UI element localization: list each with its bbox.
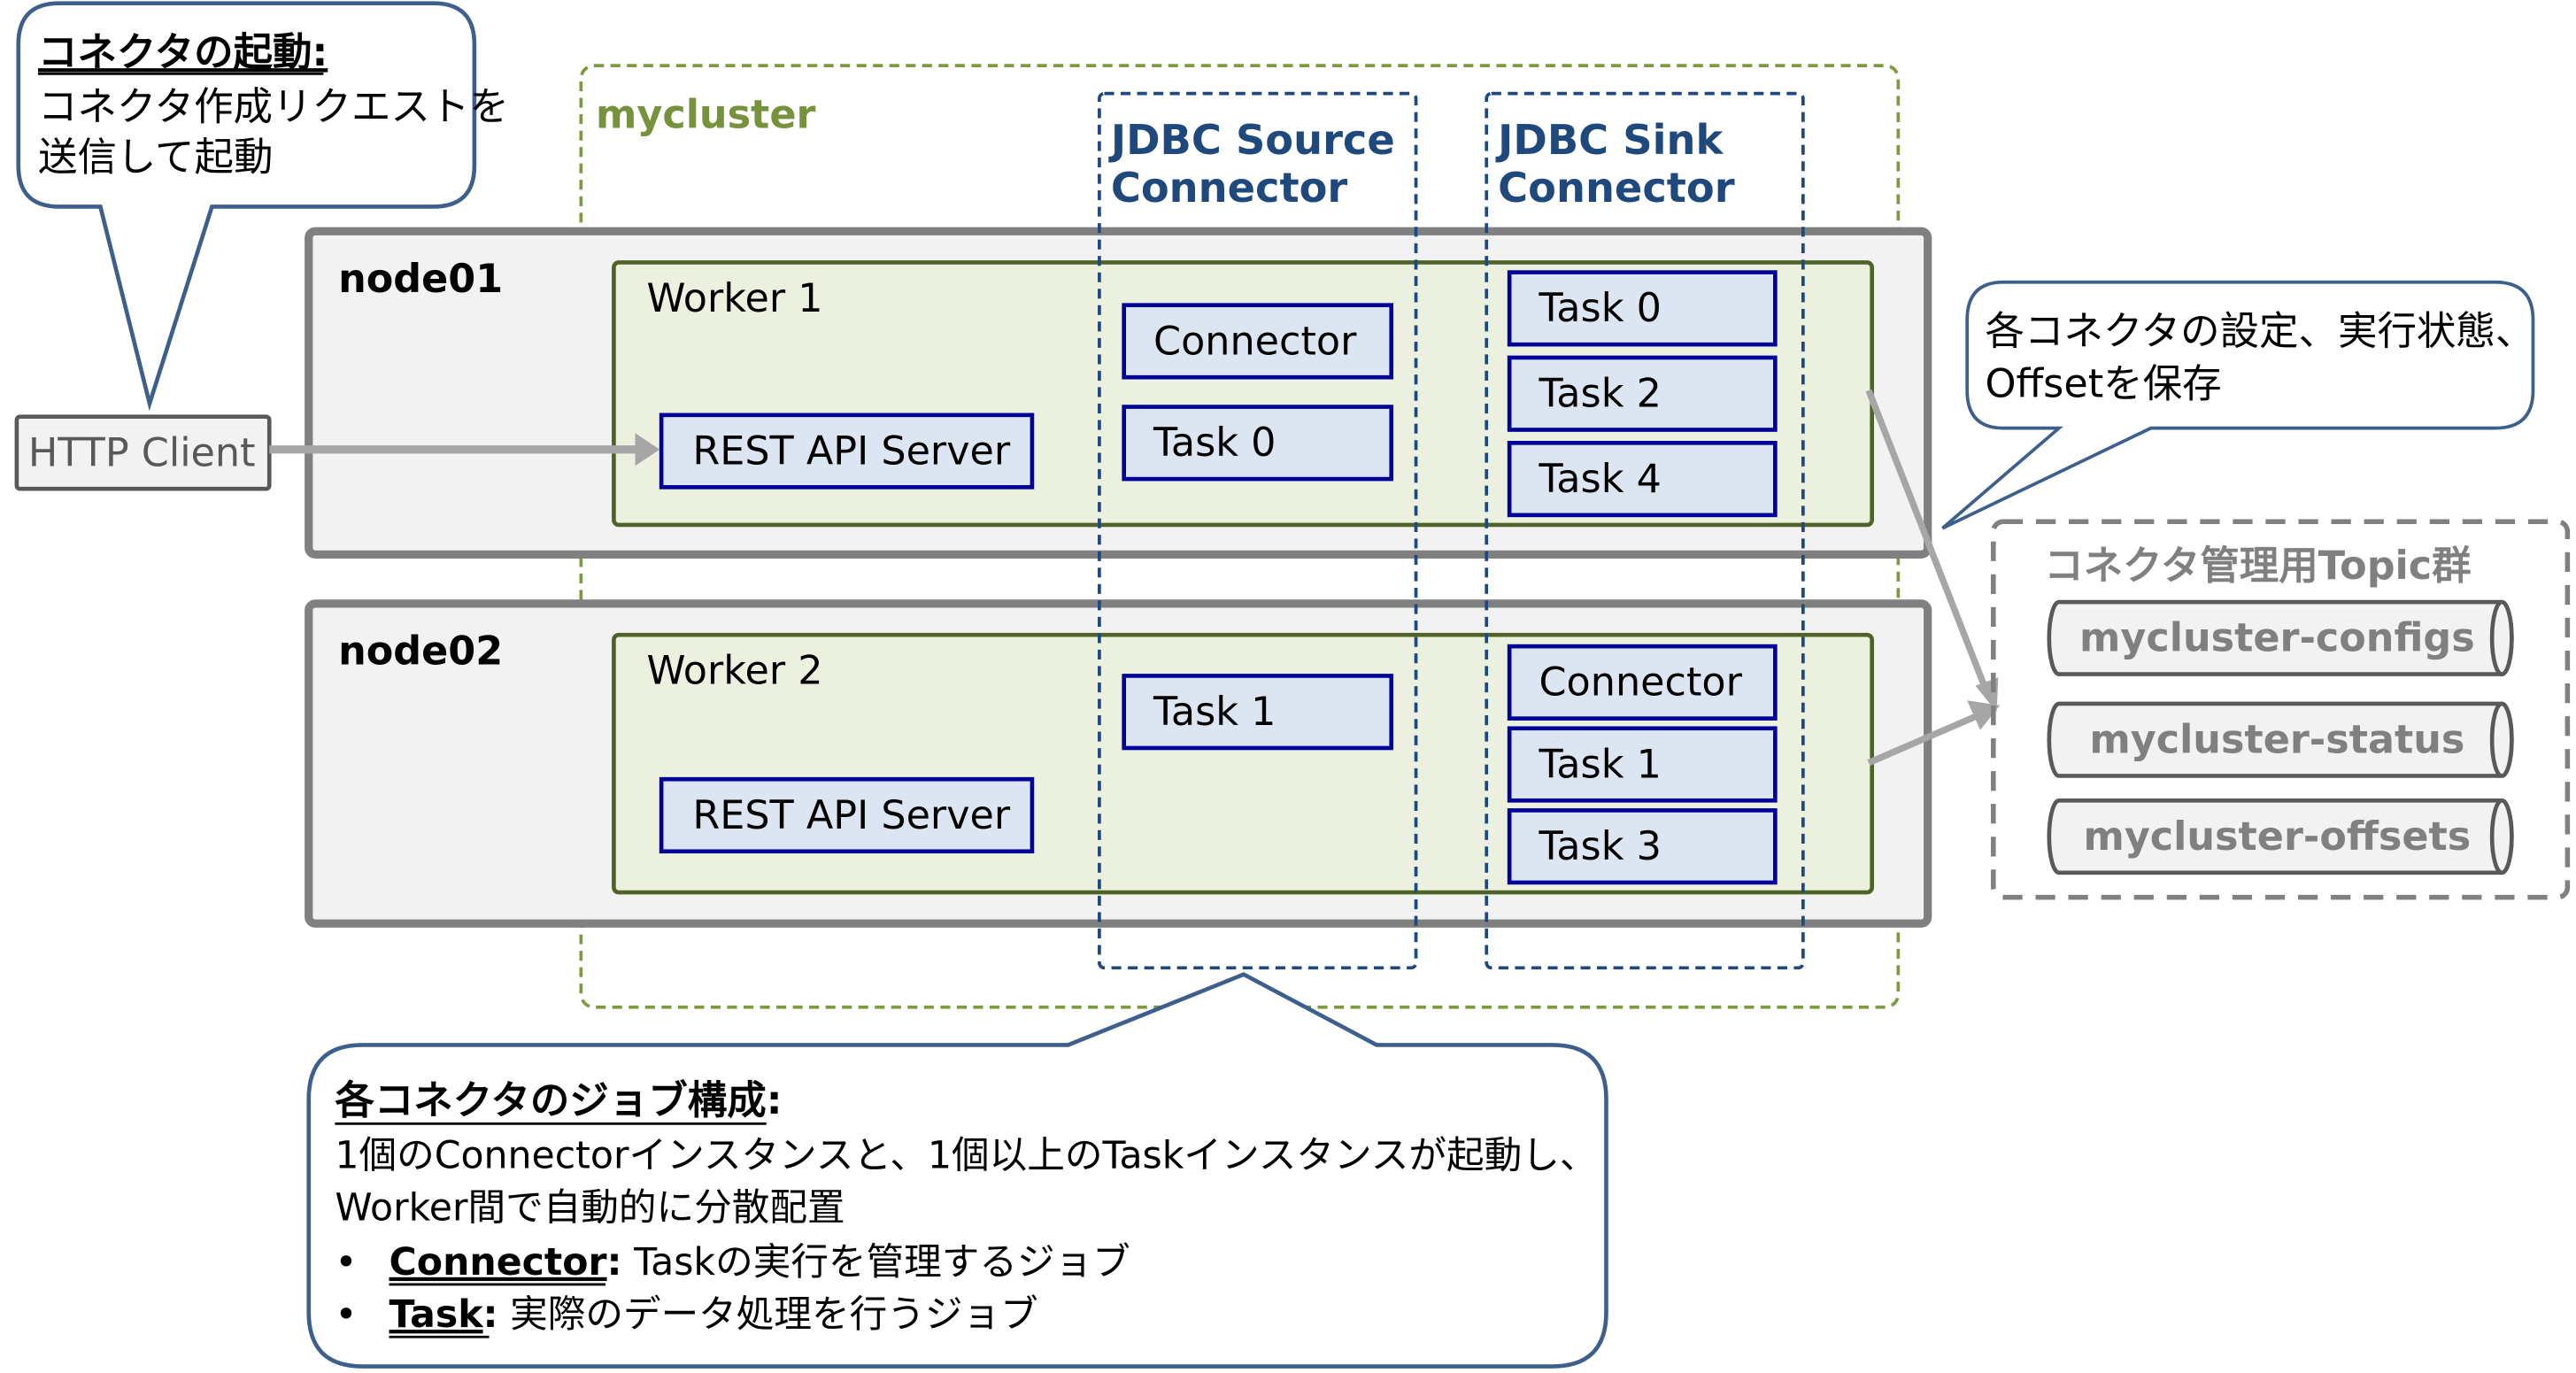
sink-task-box[interactable] xyxy=(1507,441,1778,518)
topic-label: mycluster-offsets xyxy=(2083,814,2471,860)
bullet-marker: • xyxy=(335,1292,357,1337)
source-task-box[interactable] xyxy=(1122,674,1394,751)
source-task-text: Task 1 xyxy=(1153,690,1276,735)
bullet-marker: • xyxy=(335,1240,357,1284)
sink-connector-box[interactable] xyxy=(1507,644,1778,721)
request-arrow-head xyxy=(635,433,660,467)
http-client-label: HTTP Client xyxy=(28,430,256,475)
source-connector-box[interactable] xyxy=(1122,303,1394,380)
node02: node02 Worker 2 REST API Server Task 1 C… xyxy=(305,599,1932,928)
topics-group xyxy=(1991,519,2571,900)
topic-cylinder-end xyxy=(2489,798,2514,875)
worker-label: Worker 2 xyxy=(646,649,822,694)
node01: node01 Worker 1 REST API Server Connecto… xyxy=(305,227,1932,559)
source-connector-label-1: JDBC Source xyxy=(1108,116,1395,164)
jobs-callout-line1: 1個のConnectorインスタンスと、1個以上のTaskインスタンスが起動し、 xyxy=(335,1133,1597,1177)
bullet-colon: : xyxy=(483,1292,498,1337)
topic-status[interactable]: mycluster-status xyxy=(2047,701,2514,778)
sink-task-box[interactable] xyxy=(1507,270,1778,347)
sink-task-text: Task 0 xyxy=(1539,286,1662,331)
sink-task-text: Task 1 xyxy=(1539,742,1662,787)
rest-api-server-box[interactable] xyxy=(659,776,1035,854)
rest-api-server-label: REST API Server xyxy=(692,793,1011,838)
bullet-term: Task xyxy=(389,1292,485,1337)
source-connector-group xyxy=(1098,91,1418,970)
sink-task-box[interactable] xyxy=(1507,808,1778,885)
topic-label: mycluster-status xyxy=(2089,718,2464,763)
startup-callout-line2: 送信して起動 xyxy=(38,135,273,181)
node-label: node01 xyxy=(338,257,503,302)
worker-label: Worker 1 xyxy=(646,276,822,321)
storage-callout-line1: 各コネクタの設定、実行状態、 xyxy=(1986,309,2535,354)
rest-api-server-box[interactable] xyxy=(659,413,1035,490)
topic-configs[interactable]: mycluster-configs xyxy=(2047,599,2514,676)
jobs-callout-line2: Worker間で自動的に分散配置 xyxy=(335,1186,845,1230)
sink-connector-label-2: Connector xyxy=(1498,164,1735,212)
bullet-colon: : xyxy=(607,1240,622,1284)
topic-label: mycluster-configs xyxy=(2079,616,2475,661)
cluster-label: mycluster xyxy=(596,93,815,138)
startup-callout-title: コネクタの起動: xyxy=(38,30,328,75)
startup-callout xyxy=(16,1,477,412)
sink-task-box[interactable] xyxy=(1507,726,1778,803)
topic-cylinder-end xyxy=(2489,599,2514,676)
sink-connector-text: Connector xyxy=(1539,660,1743,706)
worker1-topic-arrow xyxy=(1865,389,1990,694)
sink-task-text: Task 4 xyxy=(1539,457,1662,502)
bullet-desc: 実際のデータ処理を行うジョブ xyxy=(498,1292,1038,1337)
topic-offsets[interactable]: mycluster-offsets xyxy=(2047,798,2514,875)
jobs-callout-title: 各コネクタのジョブ構成: xyxy=(335,1078,782,1123)
source-task-text: Task 0 xyxy=(1153,420,1276,466)
sink-task-box[interactable] xyxy=(1507,355,1778,432)
topics-title: コネクタ管理用Topic群 xyxy=(2044,544,2471,589)
startup-callout-line1: コネクタ作成リクエストを xyxy=(38,84,509,129)
storage-callout-line2: Offsetを保存 xyxy=(1986,361,2222,406)
source-connector-label-2: Connector xyxy=(1111,164,1348,212)
bullet-connector: Connector: Taskの実行を管理するジョブ xyxy=(389,1240,1130,1284)
bullet-term: Connector xyxy=(389,1240,607,1284)
sink-task-text: Task 2 xyxy=(1539,372,1662,417)
storage-callout xyxy=(1941,280,2535,530)
jobs-callout xyxy=(306,972,1608,1369)
source-connector-text: Connector xyxy=(1153,319,1357,364)
bullet-desc: Taskの実行を管理するジョブ xyxy=(622,1240,1130,1284)
sink-connector-label-1: JDBC Sink xyxy=(1495,116,1724,164)
rest-api-server-label: REST API Server xyxy=(692,428,1011,474)
topic-cylinder-end xyxy=(2489,701,2514,778)
sink-task-text: Task 3 xyxy=(1539,824,1662,869)
worker2-topic-arrow xyxy=(1867,712,1980,767)
sink-connector-group xyxy=(1485,91,1805,970)
source-task-box[interactable] xyxy=(1122,405,1394,482)
node-label: node02 xyxy=(338,629,503,674)
bullet-task: Task: 実際のデータ処理を行うジョブ xyxy=(389,1292,1038,1337)
